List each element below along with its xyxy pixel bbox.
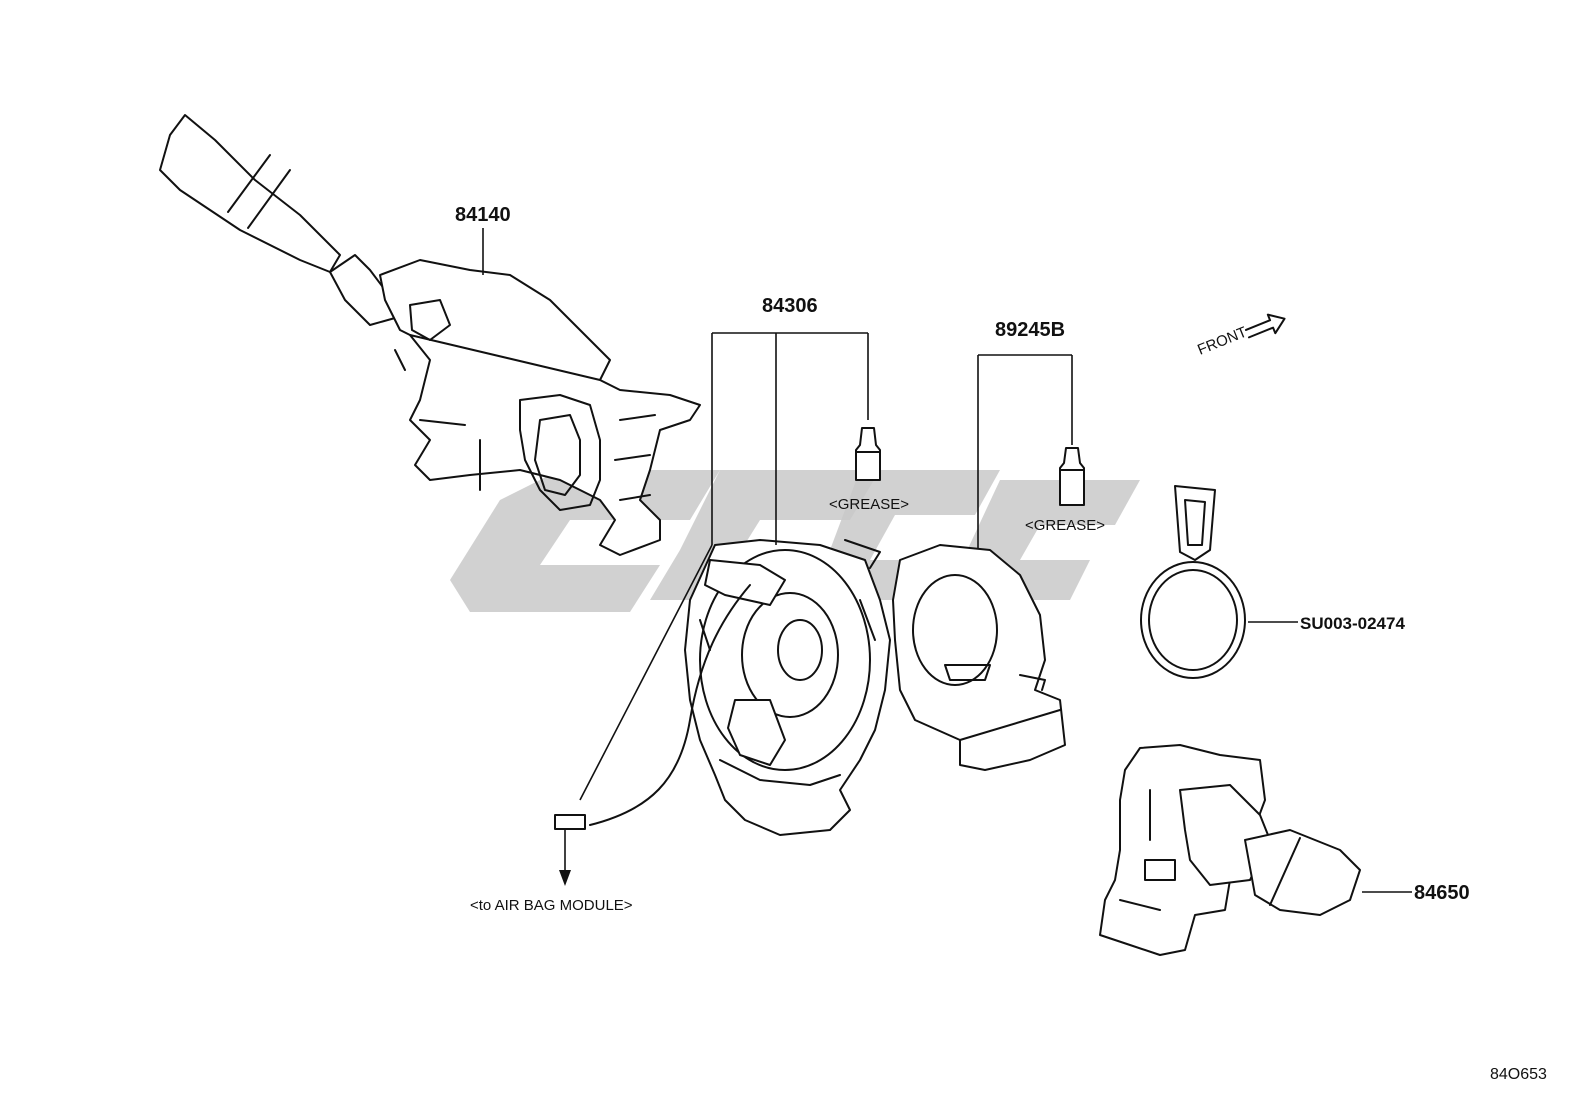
switch-lever-right-drawing [1099,744,1361,956]
leader-89245B [977,354,1073,548]
leader-84306-connector [579,544,713,801]
grease-tube-1 [855,427,881,481]
grease-note-2: <GREASE> [1025,517,1105,534]
steering-sensor-drawing [892,544,1066,771]
grease-note-1: <GREASE> [829,496,909,513]
front-label: FRONT [1195,324,1249,359]
part-label-SU003-02474: SU003-02474 [1300,614,1405,633]
leader-84306 [711,332,869,545]
switch-lever-left-drawing [159,114,701,556]
airbag-note: <to AIR BAG MODULE> [470,897,633,914]
part-label-84306: 84306 [762,295,818,317]
part-label-84140: 84140 [455,204,511,226]
spiral-cable-drawing [554,539,891,836]
part-label-89245B: 89245B [995,319,1065,341]
front-arrow-icon [1244,313,1286,339]
diagram-id: 84O653 [1490,1066,1547,1083]
airbag-arrow-head [559,870,571,886]
cable-band-drawing [1140,485,1246,679]
part-label-84650: 84650 [1414,882,1470,904]
front-indicator: FRONT [1195,313,1286,359]
grease-tube-2 [1059,447,1085,506]
